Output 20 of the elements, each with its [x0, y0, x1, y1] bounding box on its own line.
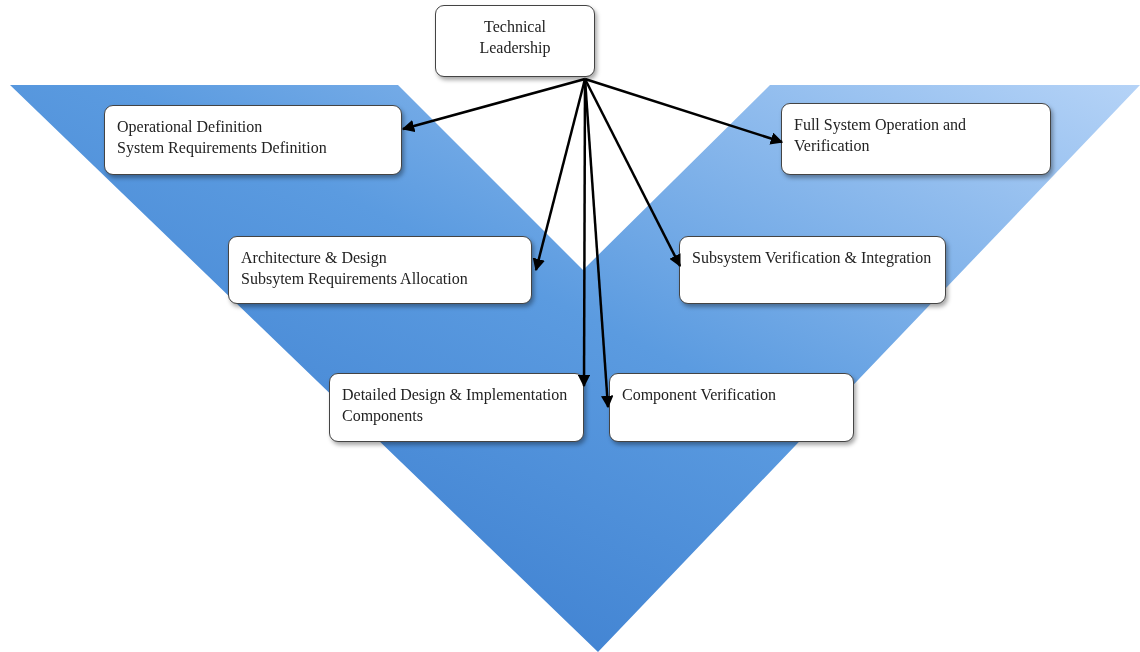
arrow	[532, 78, 587, 272]
arrow	[401, 77, 586, 133]
process-box	[228, 236, 532, 304]
process-box	[104, 105, 402, 175]
box-text: Detailed Design & Implementation Components	[342, 385, 569, 426]
box-text: Operational Definition	[117, 117, 264, 137]
box-text: System Requirements Definition	[117, 138, 328, 158]
process-box	[679, 236, 946, 304]
box-text: Architecture & Design	[241, 248, 388, 268]
box-text: Full System Operation and Verification	[794, 115, 967, 156]
process-box	[609, 373, 854, 442]
box-text: Technical Leadership	[478, 17, 552, 58]
box-text: Component Verification	[622, 385, 777, 405]
process-box	[435, 5, 595, 77]
process-box	[781, 103, 1051, 175]
box-text: Subsytem Requirements Allocation	[241, 269, 469, 289]
process-box	[329, 373, 584, 442]
box-text: Subsystem Verification & Integration	[692, 248, 933, 268]
arrow	[584, 77, 784, 145]
arrow	[583, 78, 682, 268]
